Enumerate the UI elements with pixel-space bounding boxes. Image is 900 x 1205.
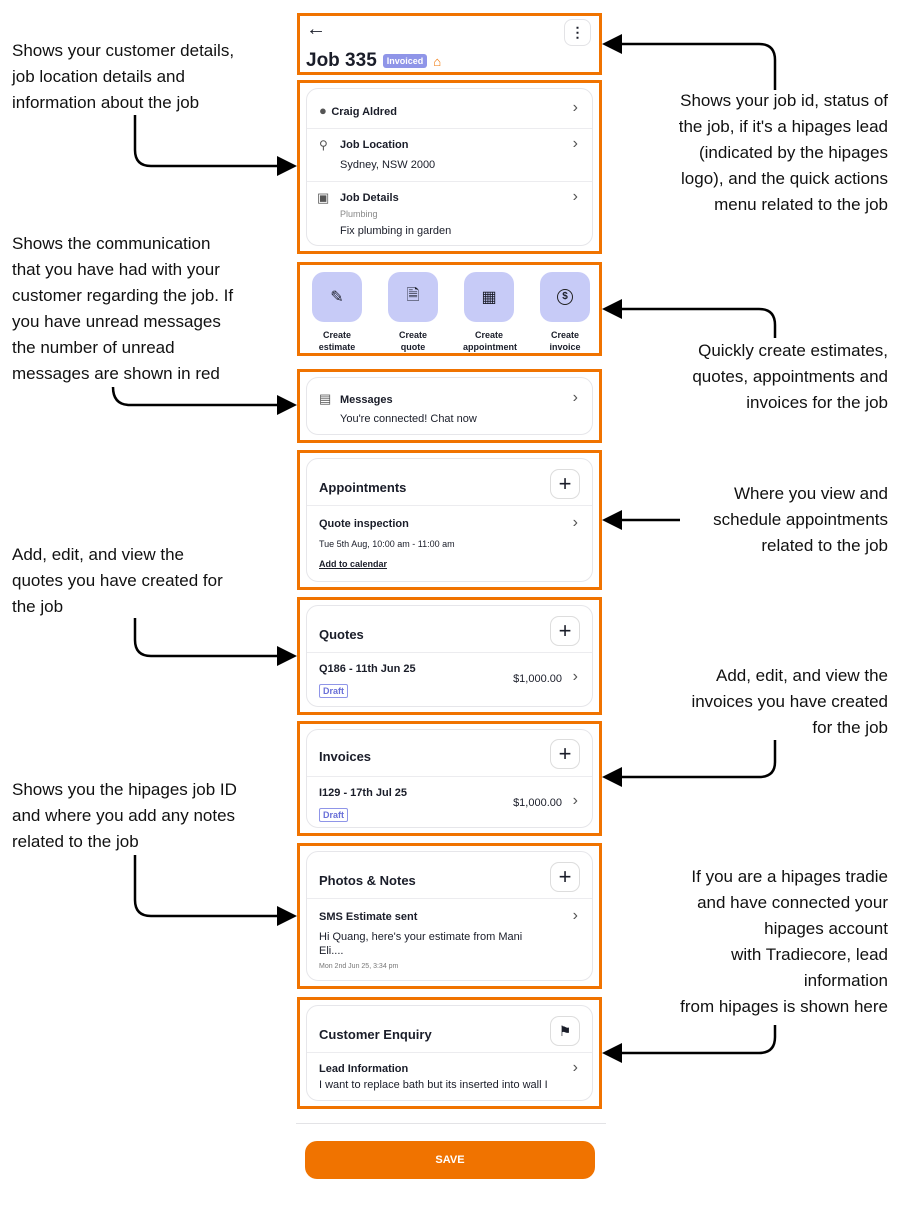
more-options-icon[interactable]: ⋮ (564, 19, 591, 46)
arrow-communication (111, 386, 297, 415)
chevron-right-icon: › (572, 389, 578, 406)
quote-amount: $1,000.00 (513, 673, 562, 685)
add-note-button[interactable]: + (550, 862, 580, 892)
job-category: Plumbing (340, 209, 378, 219)
section-title: Quotes (319, 627, 364, 642)
location-label: Job Location (340, 139, 409, 151)
photos-notes-section: Photos & Notes + SMS Estimate sent Hi Quan… (297, 843, 602, 989)
messages-text: You're connected! Chat now (340, 413, 477, 425)
arrow-actions (602, 299, 777, 338)
annotation-enquiry: If you are a hipages tradie and have con… (680, 867, 888, 1016)
add-quote-button[interactable]: + (550, 616, 580, 646)
invoice-title: I129 - 17th Jul 25 (319, 787, 408, 799)
save-button[interactable]: SAVE (305, 1141, 595, 1179)
status-badge: Draft (319, 684, 349, 698)
note-item[interactable]: SMS Estimate sent Hi Quang, here's your e… (307, 899, 592, 985)
chat-icon: ▤ (319, 391, 332, 406)
lead-title: Lead Information (319, 1063, 409, 1075)
invoices-section: Invoices + I129 - 17th Jul 25 Draft $1,000.… (297, 721, 602, 836)
annotation-header: Shows your job id, status of the job, if… (678, 91, 888, 214)
edit-icon: ✎ (330, 289, 344, 306)
chevron-right-icon: › (572, 99, 578, 116)
customer-enquiry-section: Customer Enquiry ⚑ Lead Information I want… (297, 997, 602, 1109)
flag-icon[interactable]: ⚑ (550, 1016, 580, 1046)
chevron-right-icon: › (572, 792, 578, 809)
job-description: Fix plumbing in garden (340, 225, 452, 237)
toolbox-icon: ▣ (317, 190, 330, 205)
annotation-quotes: Add, edit, and view the quotes you have … (12, 545, 223, 616)
add-to-calendar-link[interactable]: Add to calendar (319, 559, 388, 569)
chevron-right-icon: › (572, 188, 578, 205)
arrow-header (602, 34, 777, 90)
back-arrow-icon[interactable]: ← (306, 18, 326, 40)
chevron-right-icon: › (572, 514, 578, 531)
invoice-item[interactable]: I129 - 17th Jul 25 Draft $1,000.00 › (307, 777, 592, 833)
annotation-customer: Shows your customer details, job locatio… (12, 41, 235, 112)
details-label: Job Details (340, 192, 399, 204)
invoice-amount: $1,000.00 (513, 797, 562, 809)
location-value: Sydney, NSW 2000 (340, 159, 436, 171)
chevron-right-icon: › (572, 1059, 578, 1076)
calendar-icon: ▦ (481, 289, 497, 306)
quote-item[interactable]: Q186 - 11th Jun 25 Draft $1,000.00 › (307, 653, 592, 711)
annotation-appointments: Where you view and schedule appointments… (713, 484, 888, 555)
divider (296, 1123, 606, 1124)
arrow-customer (133, 115, 297, 176)
messages-title: Messages (340, 394, 393, 406)
arrow-enquiry (602, 1025, 777, 1063)
job-header: ← ⋮ Job 335 Invoiced ⌂ (297, 13, 602, 75)
status-badge: Draft (319, 808, 349, 822)
user-icon: ● (319, 103, 327, 118)
customer-name: Craig Aldred (331, 106, 397, 118)
document-icon: 🗎 (406, 286, 420, 304)
annotation-actions: Quickly create estimates, quotes, appoin… (692, 341, 888, 412)
section-title: Appointments (319, 480, 407, 495)
status-badge: Invoiced (382, 54, 428, 68)
section-title: Photos & Notes (319, 873, 416, 888)
chevron-right-icon: › (572, 668, 578, 685)
section-title: Customer Enquiry (319, 1027, 432, 1042)
add-appointment-button[interactable]: + (550, 469, 580, 499)
note-time: Mon 2nd Jun 25, 3:34 pm (319, 963, 399, 970)
annotation-communication: Shows the communication that you have ha… (12, 234, 234, 383)
lead-text: I want to replace bath but its inserted … (319, 1079, 548, 1091)
note-title: SMS Estimate sent (319, 911, 418, 923)
annotation-invoices: Add, edit, and view the invoices you hav… (691, 666, 888, 737)
lead-information-item[interactable]: Lead Information I want to replace bath b… (307, 1053, 592, 1105)
dollar-icon: $ (557, 289, 573, 305)
customer-row[interactable]: ● Craig Aldred › (307, 89, 592, 129)
location-pin-icon: ⚲ (319, 138, 328, 152)
note-text: Hi Quang, here's your estimate from Mani… (319, 931, 523, 957)
arrow-invoices (602, 740, 777, 787)
arrow-quotes (133, 618, 297, 666)
page-title: Job 335 (306, 50, 377, 71)
chevron-right-icon: › (572, 135, 578, 152)
appointment-time: Tue 5th Aug, 10:00 am - 11:00 am (319, 539, 455, 549)
chevron-right-icon: › (572, 907, 578, 924)
section-title: Invoices (319, 749, 372, 764)
hipages-logo: ⌂ (433, 53, 442, 69)
quote-title: Q186 - 11th Jun 25 (319, 663, 416, 675)
add-invoice-button[interactable]: + (550, 739, 580, 769)
appointment-title: Quote inspection (319, 518, 409, 530)
annotation-notes: Shows you the hipages job ID and where y… (12, 780, 237, 851)
quotes-section: Quotes + Q186 - 11th Jun 25 Draft $1,000.00… (297, 597, 602, 715)
arrow-notes (133, 855, 297, 926)
